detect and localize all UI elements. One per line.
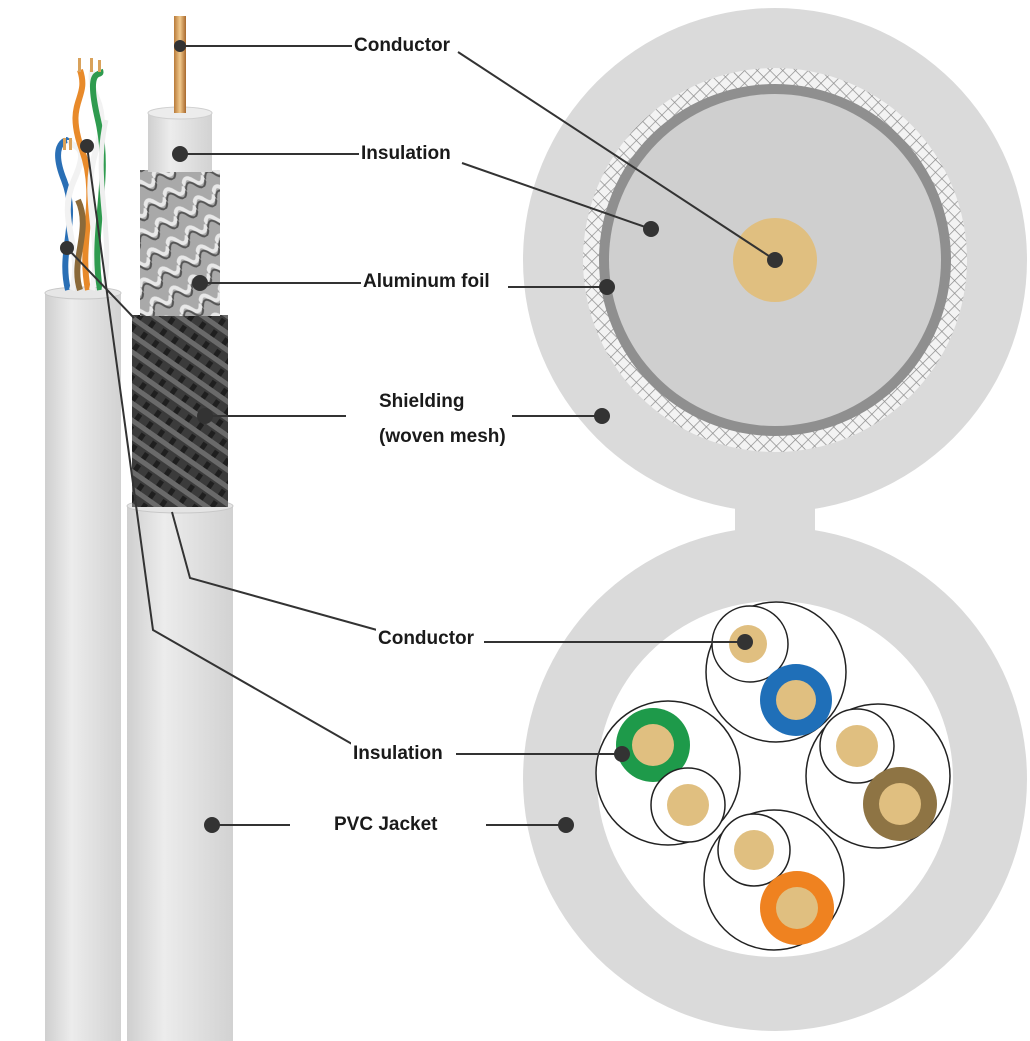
label-pair-conductor: Conductor <box>376 627 476 651</box>
label-pvc-jacket: PVC Jacket <box>332 813 440 837</box>
label-shielding-detail: (woven mesh) <box>377 425 508 449</box>
label-aluminum-foil: Aluminum foil <box>361 270 492 294</box>
label-coax-insulation: Insulation <box>359 142 453 166</box>
label-shielding: Shielding <box>377 390 467 414</box>
label-coax-conductor: Conductor <box>352 34 452 58</box>
utp-cross-section <box>523 527 1027 1031</box>
utp-cable <box>45 58 121 1041</box>
label-pair-insulation: Insulation <box>351 742 445 766</box>
coax-cable <box>127 16 233 1041</box>
coax-cross-section <box>523 8 1027 535</box>
